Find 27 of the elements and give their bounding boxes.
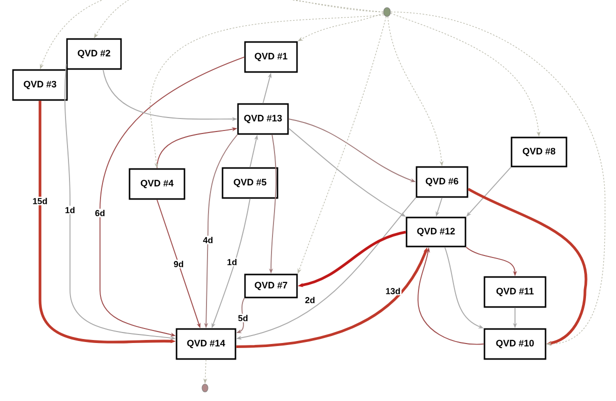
- arrow: [390, 12, 606, 346]
- edge-label: 1d: [64, 206, 76, 214]
- process-box: QVD #4: [128, 168, 186, 200]
- edge-label: 6d: [94, 208, 106, 218]
- process-box: QVD #2: [66, 38, 122, 70]
- process-box: QVD #12: [406, 216, 466, 248]
- process-box: QVD #10: [484, 328, 546, 360]
- process-box: QVD #1: [244, 41, 298, 73]
- process-box: QVD #8: [510, 136, 568, 168]
- state-dot: [202, 384, 208, 392]
- edge-label: 9d: [172, 260, 185, 268]
- process-box: QVD #7: [244, 274, 298, 298]
- edge-label: 13d: [384, 286, 402, 296]
- edge-label: 4d: [202, 236, 214, 244]
- process-box: QVD #14: [176, 328, 236, 360]
- process-box: QVD #3: [12, 69, 68, 101]
- edge-label: 1d: [226, 258, 238, 266]
- arrow: [100, 56, 245, 336]
- edge-label: 5d: [236, 314, 250, 322]
- edge-label: 15d: [31, 196, 49, 206]
- state-dot: [383, 7, 391, 17]
- edge-label: 2d: [304, 296, 316, 304]
- process-box: QVD #6: [416, 166, 468, 198]
- arrow: [468, 188, 588, 346]
- process-box: QVD #11: [484, 276, 546, 308]
- process-box: QVD #5: [222, 167, 278, 199]
- process-box: QVD #13: [237, 103, 289, 135]
